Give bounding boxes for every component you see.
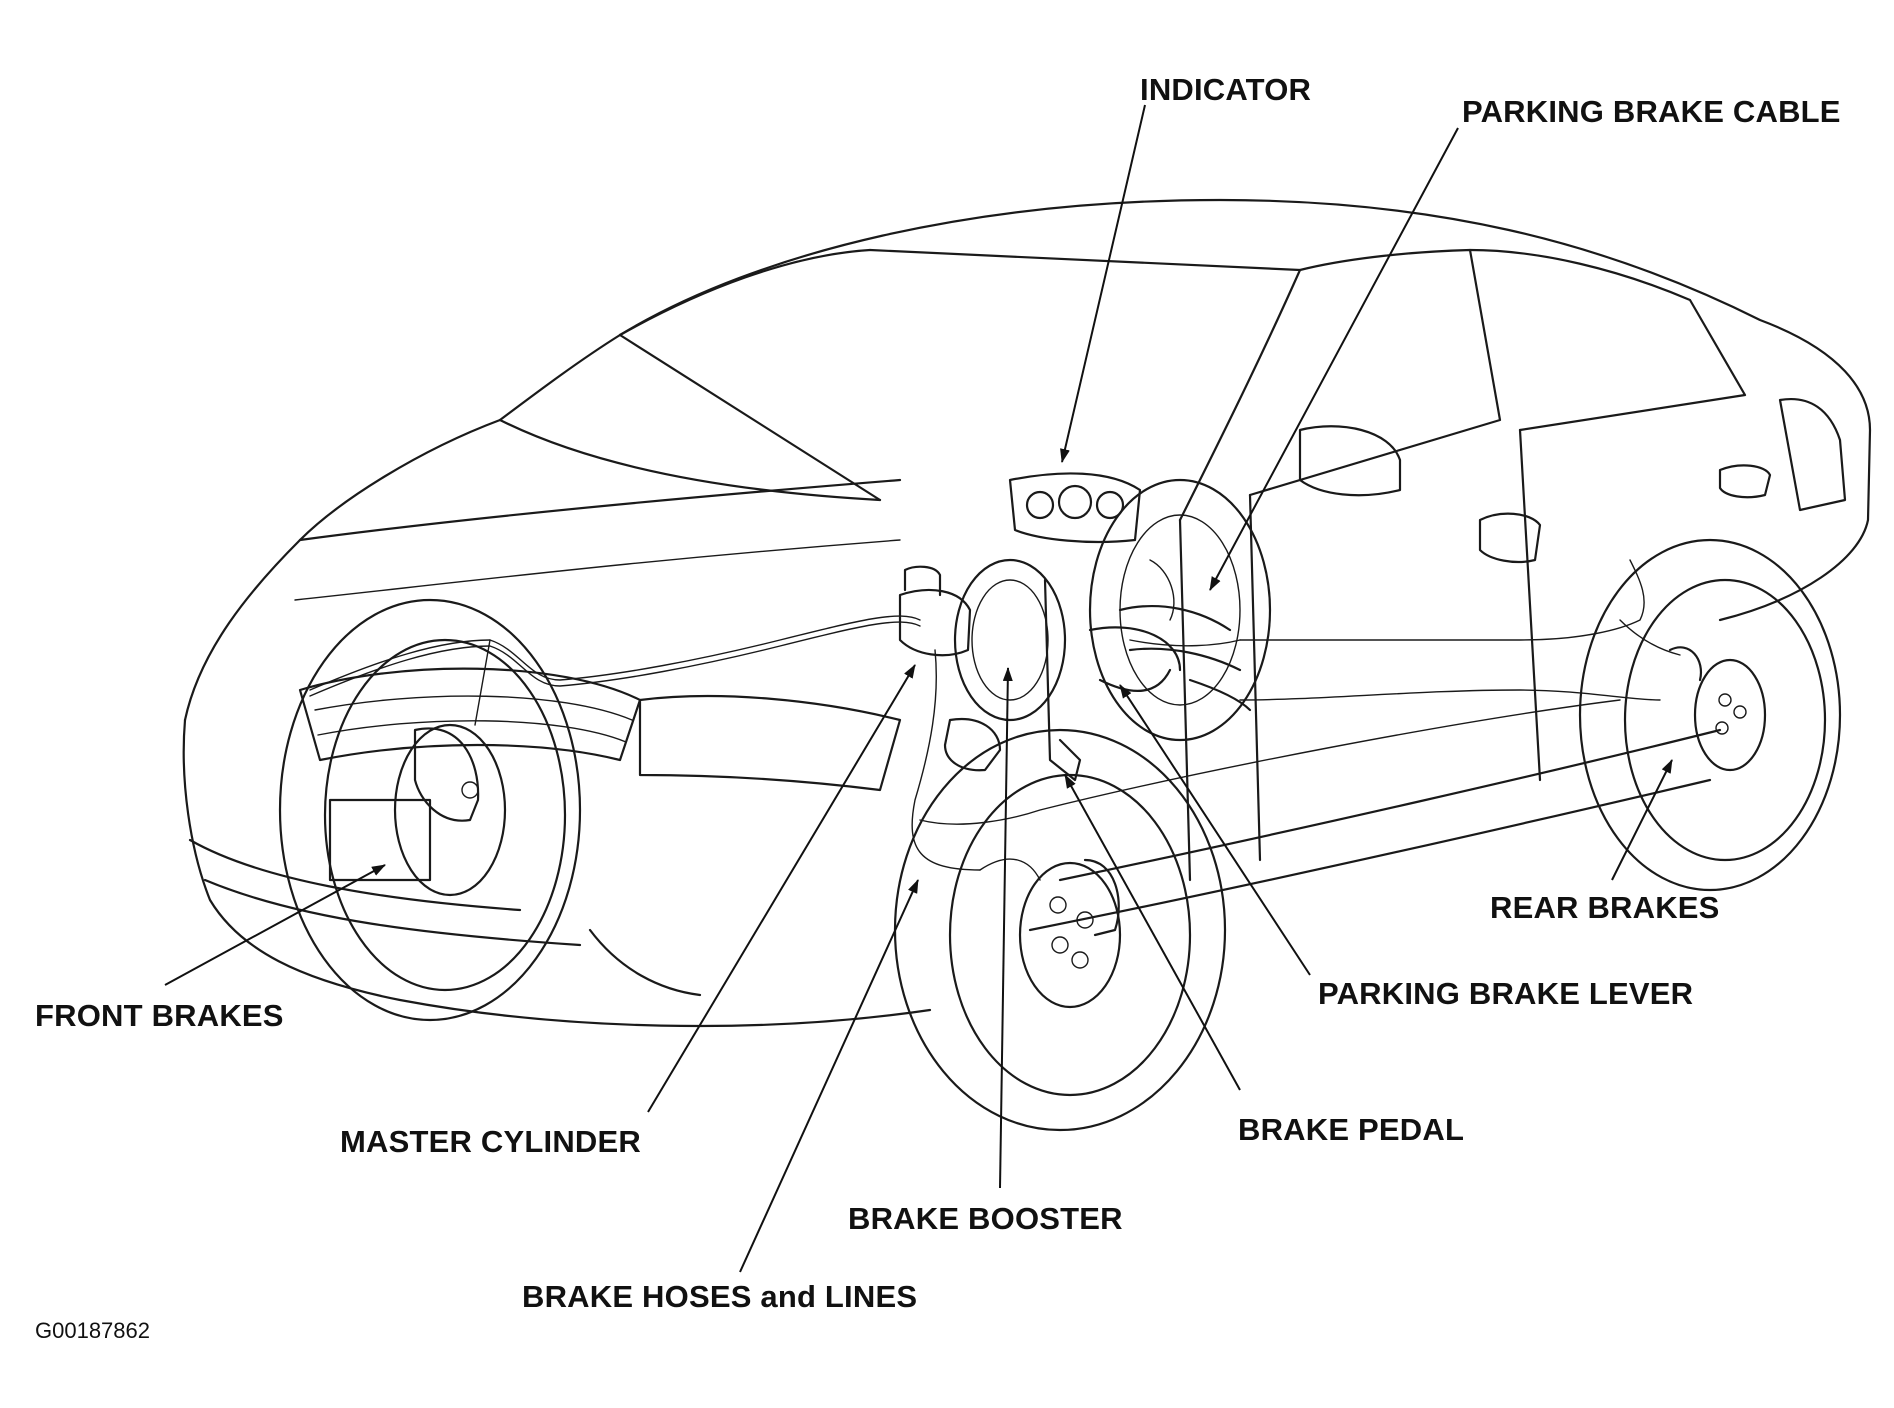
label-brake-booster: BRAKE BOOSTER: [848, 1201, 1123, 1236]
rear-wheel: [1578, 538, 1842, 892]
leader-rear-brakes: [1611, 759, 1673, 881]
car-body: [182, 198, 1872, 1028]
leader-front-brakes: [164, 864, 386, 986]
label-master-cylinder: MASTER CYLINDER: [340, 1124, 641, 1159]
label-brake-pedal: BRAKE PEDAL: [1238, 1112, 1465, 1147]
label-brake-hoses-and-lines: BRAKE HOSES and LINES: [522, 1279, 918, 1314]
brake-lines: [309, 559, 1681, 881]
brake-pedal-assembly: [1043, 578, 1182, 782]
leader-master-cylinder: [647, 664, 916, 1113]
leader-brake-hoses-and-lines: [739, 879, 919, 1273]
label-front-brakes: FRONT BRAKES: [35, 998, 284, 1033]
instrument-cluster: [1008, 472, 1142, 544]
leader-brake-booster: [999, 667, 1013, 1189]
figure-id: G00187862: [35, 1318, 150, 1343]
front-left-wheel: [278, 598, 582, 1022]
master-cylinder-booster: [898, 558, 1067, 772]
leader-lines: [164, 104, 1673, 1273]
leader-brake-pedal: [1064, 774, 1241, 1091]
leader-indicator: [1060, 104, 1146, 463]
front-right-wheel: [893, 728, 1227, 1132]
label-parking-brake-cable: PARKING BRAKE CABLE: [1462, 94, 1841, 129]
parking-brake-lever-assembly: [1118, 604, 1252, 712]
label-rear-brakes: REAR BRAKES: [1490, 890, 1720, 925]
label-indicator: INDICATOR: [1140, 72, 1312, 107]
leader-parking-brake-cable: [1209, 127, 1459, 591]
label-parking-brake-lever: PARKING BRAKE LEVER: [1318, 976, 1694, 1011]
leader-parking-brake-lever: [1119, 684, 1311, 976]
